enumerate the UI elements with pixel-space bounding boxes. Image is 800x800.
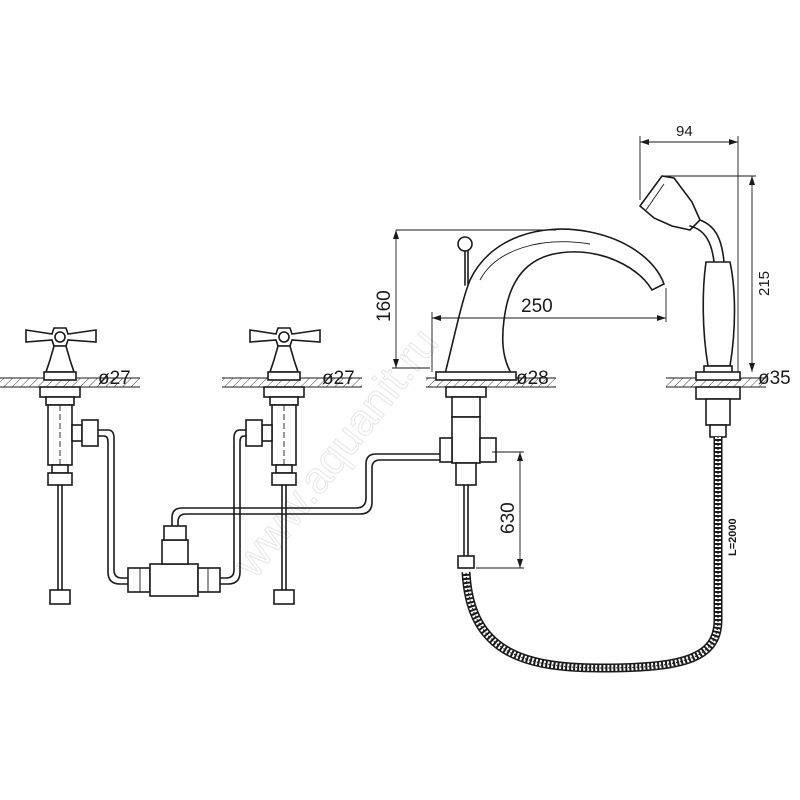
middle-cross-handle-tap	[222, 327, 362, 605]
handshower-height-dimension	[664, 175, 756, 372]
diameter-spout-label: ø28	[516, 368, 549, 389]
watermark: www.aquanit.ru	[224, 319, 448, 587]
spout-height-dimension	[392, 229, 556, 369]
spout-height-label: 160	[374, 290, 395, 322]
flexible-hose-length-label: 630	[498, 502, 519, 534]
shower-hose-length-label: L=2000	[727, 518, 739, 556]
handshower-width-label: 94	[676, 123, 693, 140]
diameter-left-tap-label: ø27	[98, 368, 131, 389]
diameter-shower-label: ø35	[758, 368, 791, 389]
connecting-pipework	[97, 429, 441, 597]
handshower-width-dimension	[639, 136, 739, 372]
spout-reach-label: 250	[521, 296, 553, 317]
handshower-height-label: 215	[756, 271, 773, 296]
diameter-middle-tap-label: ø27	[322, 368, 355, 389]
flexible-hose-dimension	[476, 451, 524, 569]
shower-hose	[461, 437, 723, 673]
left-cross-handle-tap	[0, 327, 140, 605]
bath-spout	[426, 228, 665, 569]
hand-shower	[638, 175, 766, 438]
spout-reach-dimension	[431, 288, 667, 372]
